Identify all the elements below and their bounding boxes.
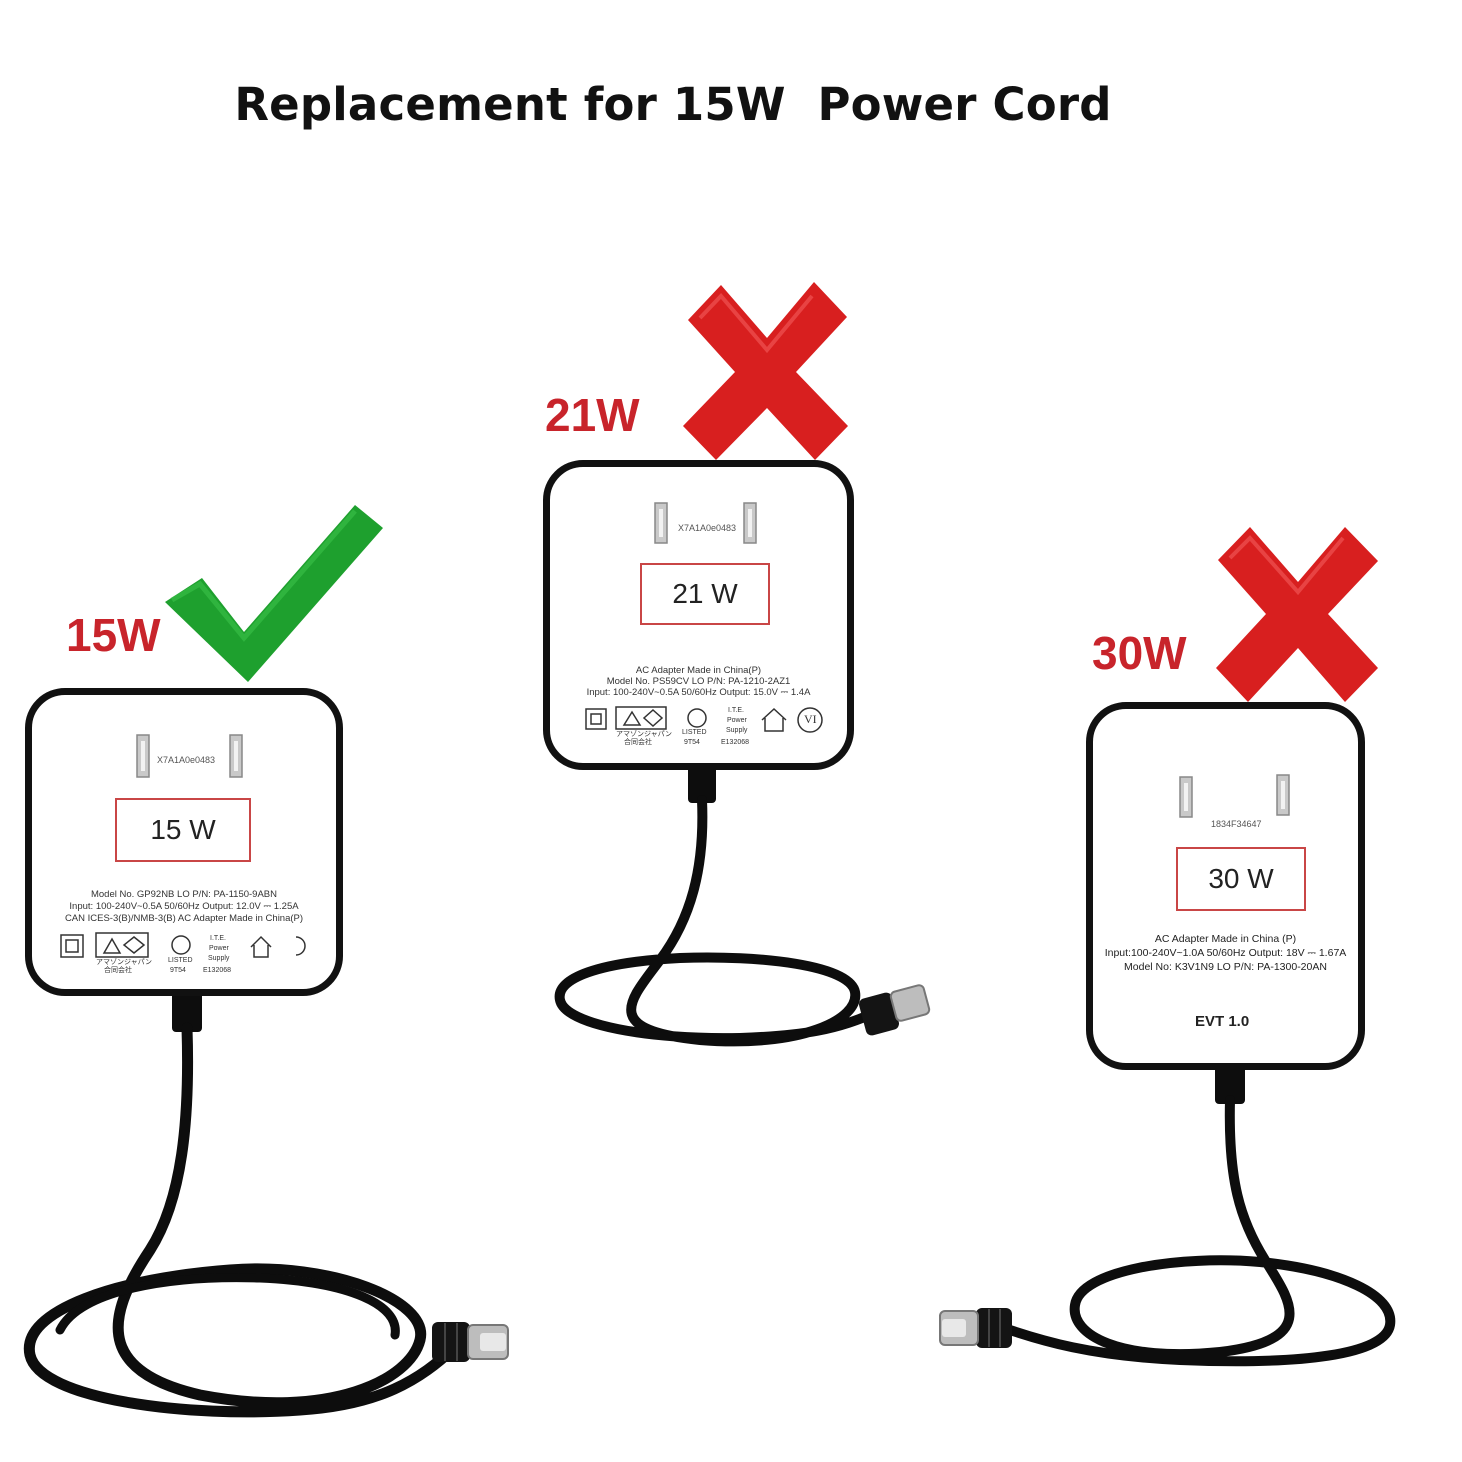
cable-15w [23, 992, 461, 1418]
watt-label-15w: 15W [66, 609, 161, 661]
cert-text: I.T.E. [210, 935, 226, 942]
cross-icon-21w [683, 282, 848, 460]
cert-text: LISTED [168, 957, 193, 964]
cable-21w [554, 765, 885, 1047]
vi-mark: VI [804, 712, 817, 726]
cert-text: 合同会社 [624, 739, 652, 746]
serial-number: X7A1A0e0483 [157, 755, 216, 765]
fine-print-line: Input: 100-240V~0.5A 50/60Hz Output: 15.… [586, 687, 811, 698]
connector-15w [432, 1322, 509, 1362]
cert-text: I.T.E. [728, 707, 744, 714]
cert-text: Supply [726, 727, 748, 734]
wattage-box: 21 W [640, 563, 770, 625]
fine-print-line: Input: 100-240V~0.5A 50/60Hz Output: 12.… [69, 901, 299, 912]
plug-prongs-icon [654, 502, 757, 544]
adapter-30w: 1834F34647 30 W AC Adapter Made in China… [1086, 702, 1365, 1070]
fine-print-line: Model No: K3V1N9 LO P/N: PA-1300-20AN [1124, 961, 1327, 973]
page-title: Replacement for 15W Power Cord [234, 78, 1112, 131]
watt-label-30w: 30W [1092, 627, 1187, 679]
cross-icon-30w [1216, 527, 1378, 702]
adapter-21w: X7A1A0e0483 21 W AC Adapter Made in Chin… [543, 460, 854, 770]
adapter-15w: X7A1A0e0483 15 W Model No. GP92NB LO P/N… [25, 688, 343, 996]
cable-30w [1005, 1062, 1396, 1367]
cert-text: Power [727, 717, 747, 724]
fine-print-line: AC Adapter Made in China (P) [1154, 933, 1297, 945]
fine-print-line: Model No. PS59CV LO P/N: PA-1210-2AZ1 [606, 676, 791, 687]
fine-print-line: AC Adapter Made in China(P) [635, 665, 762, 676]
wattage-box: 30 W [1176, 847, 1306, 911]
cert-text: E132068 [721, 739, 750, 746]
cert-text: E132068 [203, 967, 232, 974]
plug-prongs-icon [1179, 774, 1290, 818]
evt-label: EVT 1.0 [1195, 1013, 1250, 1030]
serial-number: 1834F34647 [1211, 819, 1262, 829]
watt-label-21w: 21W [545, 389, 640, 441]
serial-number: X7A1A0e0483 [678, 523, 737, 533]
fine-print-line: CAN ICES-3(B)/NMB-3(B) AC Adapter Made i… [64, 913, 304, 924]
cert-text: Supply [208, 955, 230, 962]
plug-prongs-icon [136, 734, 243, 778]
connector-21w [859, 984, 931, 1036]
connector-30w [939, 1308, 1012, 1348]
cert-text: 9T54 [684, 739, 700, 746]
certification-icons [585, 706, 823, 733]
fine-print-line: Input:100-240V~1.0A 50/60Hz Output: 18V … [1104, 947, 1347, 959]
wattage-box: 15 W [115, 798, 251, 862]
cert-text: アマゾンジャパン [96, 959, 152, 966]
fine-print-line: Model No. GP92NB LO P/N: PA-1150-9ABN [90, 889, 278, 900]
check-icon [165, 505, 383, 682]
cert-text: Power [209, 945, 229, 952]
certification-icons [60, 932, 306, 958]
cert-text: 9T54 [170, 967, 186, 974]
cert-text: アマゾンジャパン [616, 731, 672, 738]
cert-text: 合同会社 [104, 967, 132, 974]
cert-text: LISTED [682, 729, 707, 736]
